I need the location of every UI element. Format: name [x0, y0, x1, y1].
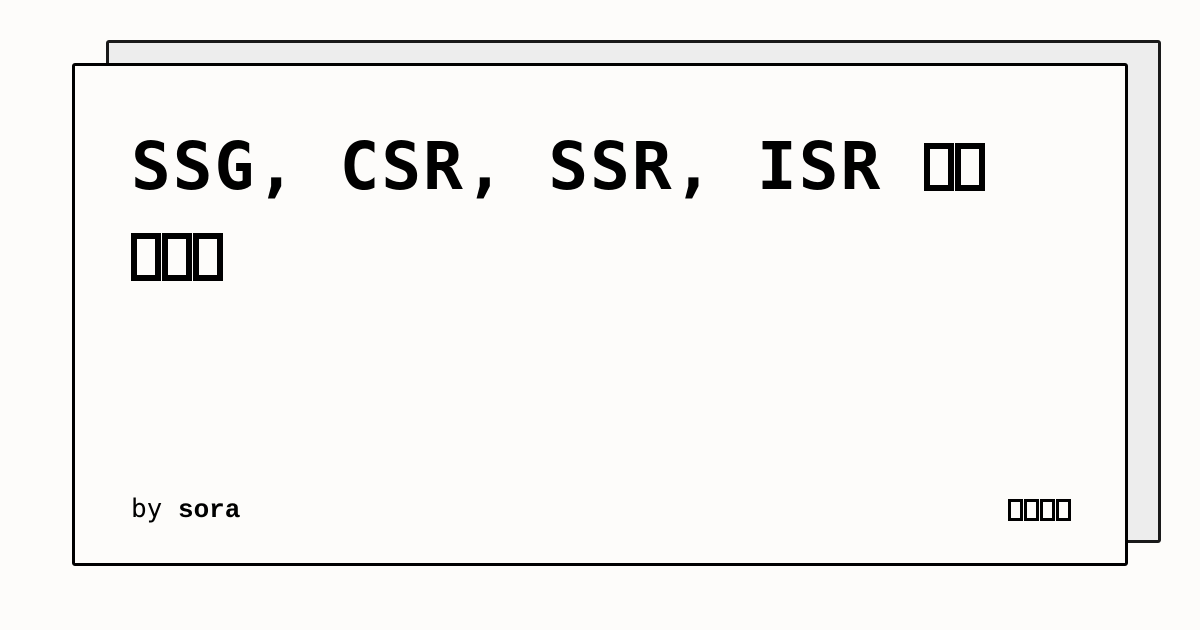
missing-glyph-icon [954, 143, 985, 191]
site-name [1008, 499, 1071, 521]
missing-glyph-icon [1040, 499, 1055, 521]
missing-glyph-icon [131, 233, 161, 281]
missing-glyph-icon [162, 233, 192, 281]
title-text: SSG, CSR, SSR, ISR [131, 128, 924, 205]
missing-glyph-icon [1056, 499, 1071, 521]
author-prefix: by [131, 494, 163, 524]
missing-glyph-icon [923, 143, 954, 191]
missing-glyph-icon [1024, 499, 1039, 521]
author-line: by sora [131, 494, 240, 525]
author-name: sora [177, 495, 241, 525]
article-title: SSG, CSR, SSR, ISR [131, 122, 1061, 302]
missing-glyph-icon [1008, 499, 1023, 521]
og-card: SSG, CSR, SSR, ISR by sora [72, 63, 1128, 566]
missing-glyph-icon [193, 233, 223, 281]
